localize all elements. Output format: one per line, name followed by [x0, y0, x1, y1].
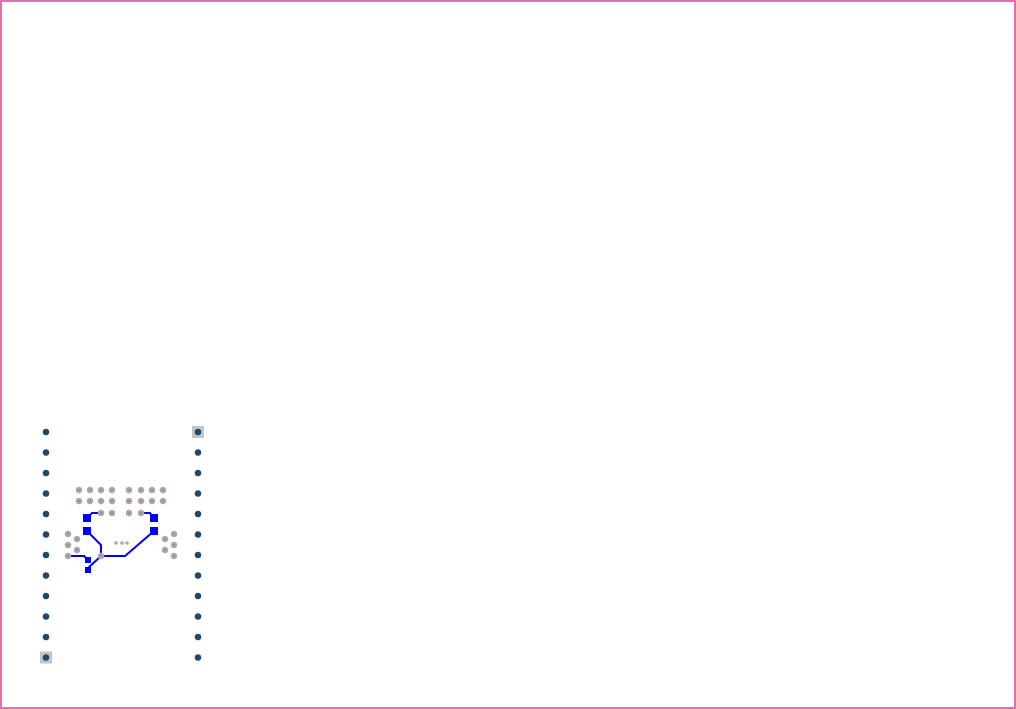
header-pin-right[interactable] — [194, 449, 202, 456]
header-pin-left[interactable] — [42, 551, 50, 559]
via-hole — [127, 499, 131, 503]
via-hole — [161, 488, 165, 492]
via-hole — [172, 543, 176, 547]
via-hole — [66, 554, 70, 558]
via-hole — [66, 543, 70, 547]
via-hole — [77, 499, 81, 503]
smd-pad[interactable] — [150, 514, 158, 522]
header-pin-left[interactable] — [42, 592, 50, 600]
header-pin-left[interactable] — [42, 633, 50, 641]
via-hole — [127, 488, 131, 492]
header-pin-left[interactable] — [42, 490, 50, 497]
via-hole — [110, 488, 114, 492]
via-hole — [88, 499, 92, 503]
via-hole — [110, 511, 114, 515]
header-pin-right[interactable] — [194, 633, 202, 641]
header-pin-left[interactable] — [42, 449, 50, 456]
via-hole — [66, 532, 70, 536]
header-pin-left[interactable] — [42, 531, 50, 538]
via-hole — [99, 499, 103, 503]
via-hole — [163, 537, 167, 541]
smd-pad[interactable] — [83, 527, 91, 535]
small-via[interactable] — [120, 541, 124, 545]
via-hole — [127, 511, 131, 515]
header-pin-right[interactable] — [194, 551, 202, 559]
copper-trace[interactable] — [101, 530, 155, 557]
smd-pad[interactable] — [150, 527, 158, 535]
header-pin-left[interactable] — [42, 654, 50, 661]
header-pin-left[interactable] — [42, 469, 50, 477]
via-hole — [150, 488, 154, 492]
via-hole — [77, 488, 81, 492]
via-hole — [99, 554, 103, 558]
header-pin-right[interactable] — [194, 490, 202, 497]
header-pin-right[interactable] — [194, 510, 202, 518]
header-pin-left[interactable] — [42, 572, 50, 579]
via-hole — [99, 511, 103, 515]
header-pin-right[interactable] — [194, 592, 202, 600]
small-via[interactable] — [114, 541, 118, 545]
copper-trace[interactable] — [86, 530, 102, 556]
header-pin-right[interactable] — [194, 469, 202, 477]
smd-pad[interactable] — [83, 514, 91, 522]
via-hole — [172, 554, 176, 558]
header-pin-left[interactable] — [42, 510, 50, 518]
header-pin-right[interactable] — [194, 654, 202, 661]
via-hole — [163, 548, 167, 552]
small-via[interactable] — [125, 541, 129, 545]
smd-pad-small[interactable] — [85, 567, 91, 573]
via-hole — [139, 511, 143, 515]
smd-pad-small[interactable] — [85, 557, 91, 563]
via-hole — [110, 499, 114, 503]
header-pin-left[interactable] — [42, 428, 50, 436]
header-pin-right[interactable] — [194, 613, 202, 620]
header-pin-right[interactable] — [194, 531, 202, 538]
via-hole — [172, 532, 176, 536]
via-hole — [75, 548, 79, 552]
header-pin-right[interactable] — [194, 572, 202, 579]
header-pin-left[interactable] — [42, 613, 50, 620]
via-hole — [139, 488, 143, 492]
header-pin-right[interactable] — [194, 428, 202, 436]
via-hole — [75, 537, 79, 541]
via-hole — [150, 499, 154, 503]
via-hole — [88, 488, 92, 492]
via-hole — [139, 499, 143, 503]
via-hole — [161, 499, 165, 503]
via-hole — [99, 488, 103, 492]
